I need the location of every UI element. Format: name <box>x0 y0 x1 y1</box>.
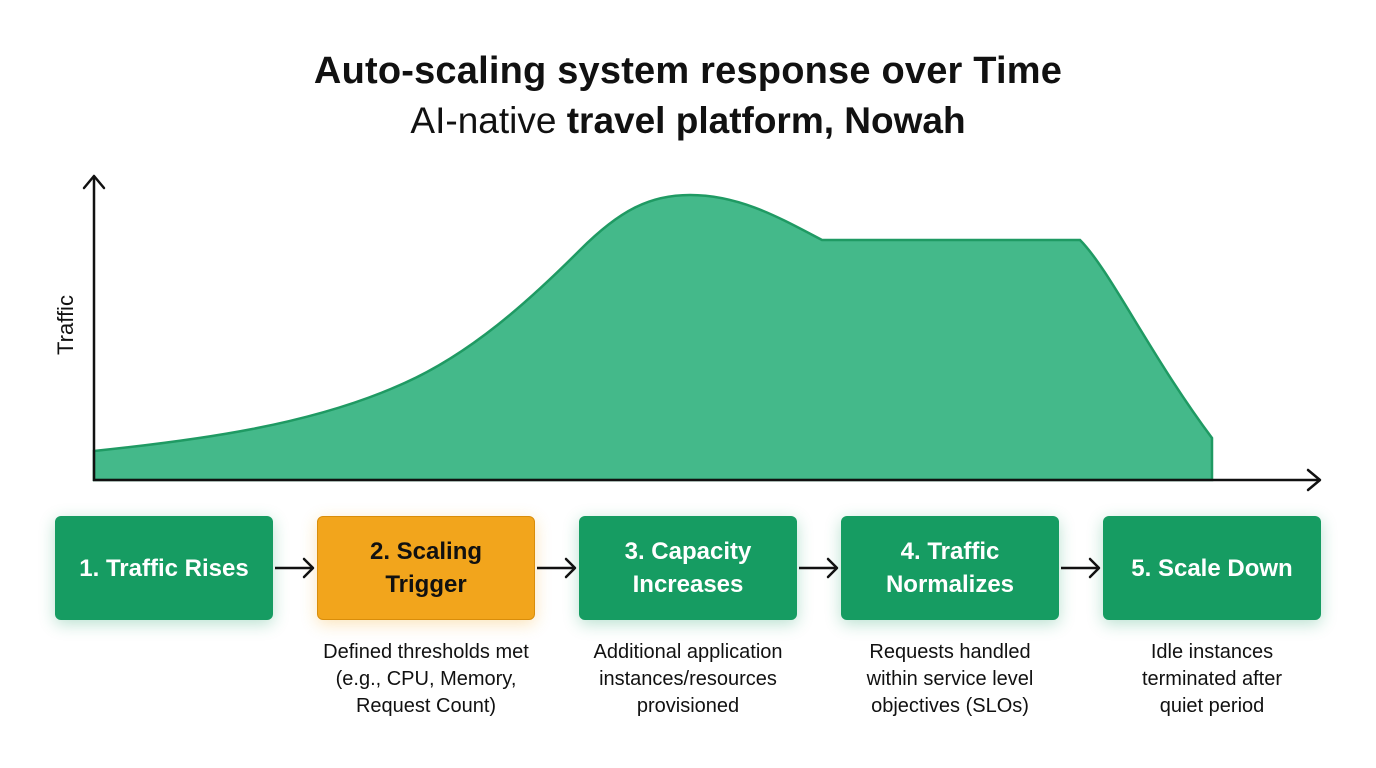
description-line: within service level <box>866 668 1034 690</box>
y-axis-arrowhead <box>82 174 106 190</box>
traffic-chart <box>82 174 1322 492</box>
description-line: Idle instances <box>1150 641 1274 663</box>
subtitle-bold: travel platform, Nowah <box>566 100 966 141</box>
y-axis-label: Traffic <box>53 295 78 355</box>
description-line: quiet period <box>1159 695 1265 717</box>
step-label: 5. Scale Down <box>1131 554 1293 582</box>
description-line: objectives (SLOs) <box>871 695 1029 717</box>
step-label: 4. Traffic <box>900 538 1000 565</box>
description-line: Defined thresholds met <box>323 641 529 663</box>
step-label: 3. Capacity <box>624 538 752 565</box>
step-description-traffic-normalizes: Requests handled within service level ob… <box>830 639 1070 720</box>
step-description-capacity-increases: Additional application instances/resourc… <box>568 639 808 720</box>
step-description-scale-down: Idle instances terminated after quiet pe… <box>1092 639 1332 720</box>
x-axis-arrowhead <box>1306 468 1322 492</box>
step-label: Normalizes <box>885 571 1015 598</box>
description-line: Request Count) <box>355 695 497 717</box>
traffic-area <box>92 193 1214 482</box>
step-label: 2. Scaling <box>369 538 483 565</box>
step-label: Trigger <box>385 571 467 598</box>
description-line: terminated after <box>1141 668 1283 690</box>
step-label: Increases <box>632 571 744 598</box>
flow-arrow-icon <box>275 557 315 579</box>
description-line: provisioned <box>636 695 740 717</box>
step-label: 1. Traffic Rises <box>79 554 249 582</box>
flow-arrow-icon <box>799 557 839 579</box>
diagram-subtitle: AI-native travel platform, Nowah <box>0 96 1376 146</box>
subtitle-plain: AI-native <box>410 100 567 141</box>
diagram-title: Auto-scaling system response over Time <box>313 50 1063 92</box>
description-line: (e.g., CPU, Memory, <box>335 668 517 690</box>
step-scale-down: 5. Scale Down <box>1103 516 1321 620</box>
step-traffic-rises: 1. Traffic Rises <box>55 516 273 620</box>
description-line: Requests handled <box>869 641 1031 663</box>
description-line: Additional application <box>593 641 783 663</box>
flow-arrow-icon <box>537 557 577 579</box>
step-description-scaling-trigger: Defined thresholds met (e.g., CPU, Memor… <box>306 639 546 720</box>
flow-arrow-icon <box>1061 557 1101 579</box>
description-line: instances/resources <box>599 668 777 690</box>
